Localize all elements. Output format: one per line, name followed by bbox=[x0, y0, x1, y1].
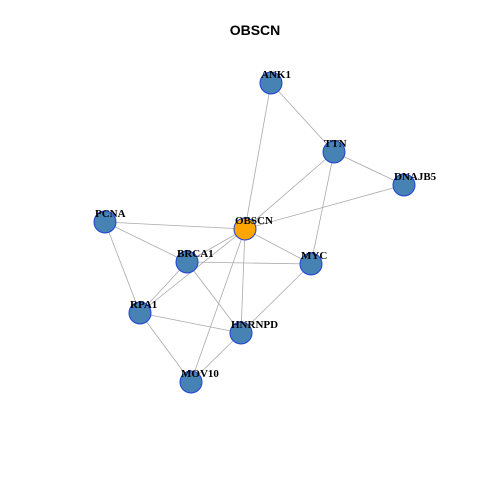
node-label: MOV10 bbox=[181, 368, 219, 380]
node-circle[interactable] bbox=[322, 140, 346, 164]
node-circle[interactable] bbox=[259, 71, 283, 95]
node-label: BRCA1 bbox=[177, 248, 214, 260]
edge-rpa1-mov10 bbox=[139, 312, 192, 383]
edge-brca1-myc bbox=[186, 261, 312, 265]
node-myc[interactable]: MYC bbox=[299, 250, 327, 276]
node-circle[interactable] bbox=[299, 252, 323, 276]
edge-pcna-obscn bbox=[104, 221, 246, 230]
node-label: MYC bbox=[301, 250, 327, 262]
edge-pcna-brca1 bbox=[104, 221, 188, 263]
edge-hnrnpd-mov10 bbox=[190, 332, 242, 383]
edge-obscn-myc bbox=[244, 228, 312, 265]
node-circle[interactable] bbox=[128, 301, 152, 325]
graph-title: OBSCN bbox=[230, 22, 281, 38]
node-circle[interactable] bbox=[233, 217, 257, 241]
node-obscn[interactable]: OBSCN bbox=[233, 215, 273, 241]
node-brca1[interactable]: BRCA1 bbox=[175, 248, 214, 274]
edge-pcna-rpa1 bbox=[104, 221, 141, 314]
node-circle[interactable] bbox=[175, 250, 199, 274]
edge-ttn-myc bbox=[310, 151, 335, 265]
node-label: OBSCN bbox=[235, 215, 273, 227]
edge-myc-hnrnpd bbox=[240, 263, 312, 334]
node-label: HNRNPD bbox=[231, 319, 278, 331]
node-mov10[interactable]: MOV10 bbox=[179, 368, 219, 394]
node-label: DNAJB5 bbox=[394, 171, 437, 183]
edge-brca1-hnrnpd bbox=[186, 261, 242, 334]
node-hnrnpd[interactable]: HNRNPD bbox=[229, 319, 278, 345]
edge-rpa1-hnrnpd bbox=[139, 312, 242, 334]
edge-obscn-hnrnpd bbox=[240, 228, 246, 334]
edge-brca1-rpa1 bbox=[139, 261, 188, 314]
node-dnajb5[interactable]: DNAJB5 bbox=[392, 171, 437, 197]
edge-obscn-mov10 bbox=[190, 228, 246, 383]
edge-ttn-dnajb5 bbox=[333, 151, 405, 186]
edge-dnajb5-obscn bbox=[244, 184, 405, 230]
node-circle[interactable] bbox=[392, 173, 416, 197]
edge-ank1-obscn bbox=[244, 82, 272, 230]
edge-ttn-obscn bbox=[244, 151, 335, 230]
node-label: PCNA bbox=[95, 208, 126, 220]
node-ttn[interactable]: TTN bbox=[322, 138, 347, 164]
node-label: RPA1 bbox=[130, 299, 157, 311]
node-circle[interactable] bbox=[179, 370, 203, 394]
node-pcna[interactable]: PCNA bbox=[93, 208, 126, 234]
edge-ank1-ttn bbox=[270, 82, 335, 153]
node-label: TTN bbox=[324, 138, 347, 150]
node-ank1[interactable]: ANK1 bbox=[259, 69, 291, 95]
node-circle[interactable] bbox=[229, 321, 253, 345]
node-label: ANK1 bbox=[261, 69, 291, 81]
node-circle[interactable] bbox=[93, 210, 117, 234]
node-rpa1[interactable]: RPA1 bbox=[128, 299, 157, 325]
